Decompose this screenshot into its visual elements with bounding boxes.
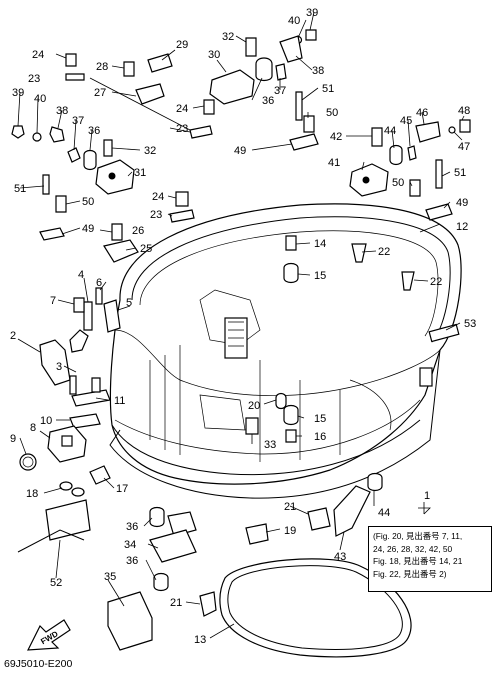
callout-13: 13 bbox=[194, 634, 206, 646]
callout-5: 5 bbox=[126, 297, 132, 309]
callout-49b: 49 bbox=[234, 145, 246, 157]
callout-20: 20 bbox=[248, 400, 260, 412]
callout-24b: 24 bbox=[176, 103, 188, 115]
callout-37a: 37 bbox=[274, 85, 286, 97]
callout-21b: 21 bbox=[170, 597, 182, 609]
callout-10: 10 bbox=[40, 415, 52, 427]
callout-22b: 22 bbox=[430, 276, 442, 288]
callout-44a: 44 bbox=[378, 507, 390, 519]
callout-50b: 50 bbox=[326, 107, 338, 119]
callout-8: 8 bbox=[30, 422, 36, 434]
reference-note: (Fig. 20, 見出番号 7, 11, 24, 26, 28, 32, 42… bbox=[368, 526, 492, 592]
callout-44b: 44 bbox=[384, 125, 396, 137]
callout-46: 46 bbox=[416, 107, 428, 119]
bottom-cowling bbox=[109, 203, 462, 499]
callout-36a: 36 bbox=[126, 521, 138, 533]
callout-14: 14 bbox=[314, 238, 326, 250]
callout-19: 19 bbox=[284, 525, 296, 537]
callout-1: 1 bbox=[424, 490, 430, 502]
callout-29: 29 bbox=[176, 39, 188, 51]
callout-30: 30 bbox=[208, 49, 220, 61]
callout-15b: 15 bbox=[314, 413, 326, 425]
callout-21a: 21 bbox=[284, 501, 296, 513]
callout-24c: 24 bbox=[152, 191, 164, 203]
callout-28: 28 bbox=[96, 61, 108, 73]
callout-32b: 32 bbox=[144, 145, 156, 157]
callout-17: 17 bbox=[116, 483, 128, 495]
left-hardware bbox=[11, 37, 257, 263]
bottom-parts bbox=[107, 392, 383, 651]
callout-39a: 39 bbox=[306, 7, 318, 19]
callout-36b: 36 bbox=[126, 555, 138, 567]
left-side-parts bbox=[17, 287, 121, 553]
callout-51b: 51 bbox=[322, 83, 334, 95]
callout-35: 35 bbox=[104, 571, 116, 583]
callout-36d: 36 bbox=[262, 95, 274, 107]
cowling-seal-13 bbox=[219, 558, 412, 658]
forward-arrow-icon: FWD bbox=[26, 619, 71, 651]
callout-42: 42 bbox=[330, 131, 342, 143]
callout-23c: 23 bbox=[150, 209, 162, 221]
callout-22a: 22 bbox=[378, 246, 390, 258]
leader-lines bbox=[17, 11, 465, 639]
callout-12: 12 bbox=[456, 221, 468, 233]
drawing-code: 69J5010-E200 bbox=[4, 658, 73, 670]
callout-53: 53 bbox=[464, 318, 476, 330]
note-line: 24, 26, 28, 32, 42, 50 bbox=[373, 543, 453, 554]
callout-47: 47 bbox=[458, 141, 470, 153]
lever-bracket-2 bbox=[39, 329, 89, 395]
callout-27: 27 bbox=[94, 87, 106, 99]
callout-6: 6 bbox=[96, 277, 102, 289]
right-hardware bbox=[255, 29, 471, 291]
callout-38a: 38 bbox=[312, 65, 324, 77]
note-line: Fig. 18, 見出番号 14, 21 bbox=[373, 556, 463, 567]
callout-16: 16 bbox=[314, 431, 326, 443]
callout-23a: 23 bbox=[28, 73, 40, 85]
callout-26: 26 bbox=[132, 225, 144, 237]
callout-3: 3 bbox=[56, 361, 62, 373]
note-line: Fig. 22, 見出番号 2) bbox=[373, 568, 447, 579]
callout-40a: 40 bbox=[288, 15, 300, 27]
callout-34: 34 bbox=[124, 539, 136, 551]
callout-31: 31 bbox=[134, 167, 146, 179]
callout-50a: 50 bbox=[82, 196, 94, 208]
callout-33: 33 bbox=[264, 439, 276, 451]
callout-45: 45 bbox=[400, 115, 412, 127]
callout-41: 41 bbox=[328, 157, 340, 169]
callout-9: 9 bbox=[10, 433, 16, 445]
callout-50c: 50 bbox=[392, 177, 404, 189]
callout-49c: 49 bbox=[456, 197, 468, 209]
callout-36c: 36 bbox=[88, 125, 100, 137]
callout-37b: 37 bbox=[72, 115, 84, 127]
callout-52: 52 bbox=[50, 577, 62, 589]
callout-11: 11 bbox=[114, 395, 125, 407]
callout-23b: 23 bbox=[176, 123, 188, 135]
callout-40b: 40 bbox=[34, 93, 46, 105]
note-line: (Fig. 20, 見出番号 7, 11, bbox=[373, 531, 463, 541]
callout-39b: 39 bbox=[12, 87, 24, 99]
callout-4: 4 bbox=[78, 269, 84, 281]
callout-43: 43 bbox=[334, 551, 346, 563]
callout-7: 7 bbox=[50, 295, 56, 307]
callout-51a: 51 bbox=[14, 183, 26, 195]
callout-48: 48 bbox=[458, 105, 470, 117]
callout-15a: 15 bbox=[314, 270, 326, 282]
callout-25: 25 bbox=[140, 243, 152, 255]
callout-38b: 38 bbox=[56, 105, 68, 117]
callout-numbers: 1 2 3 4 5 6 7 8 9 10 11 12 13 14 15 15 1… bbox=[10, 7, 476, 646]
callout-18: 18 bbox=[26, 488, 38, 500]
callout-49a: 49 bbox=[82, 223, 94, 235]
callout-24a: 24 bbox=[32, 49, 44, 61]
label-strip-53 bbox=[428, 323, 460, 343]
callout-32a: 32 bbox=[222, 31, 234, 43]
callout-2: 2 bbox=[10, 330, 16, 342]
callout-51c: 51 bbox=[454, 167, 466, 179]
